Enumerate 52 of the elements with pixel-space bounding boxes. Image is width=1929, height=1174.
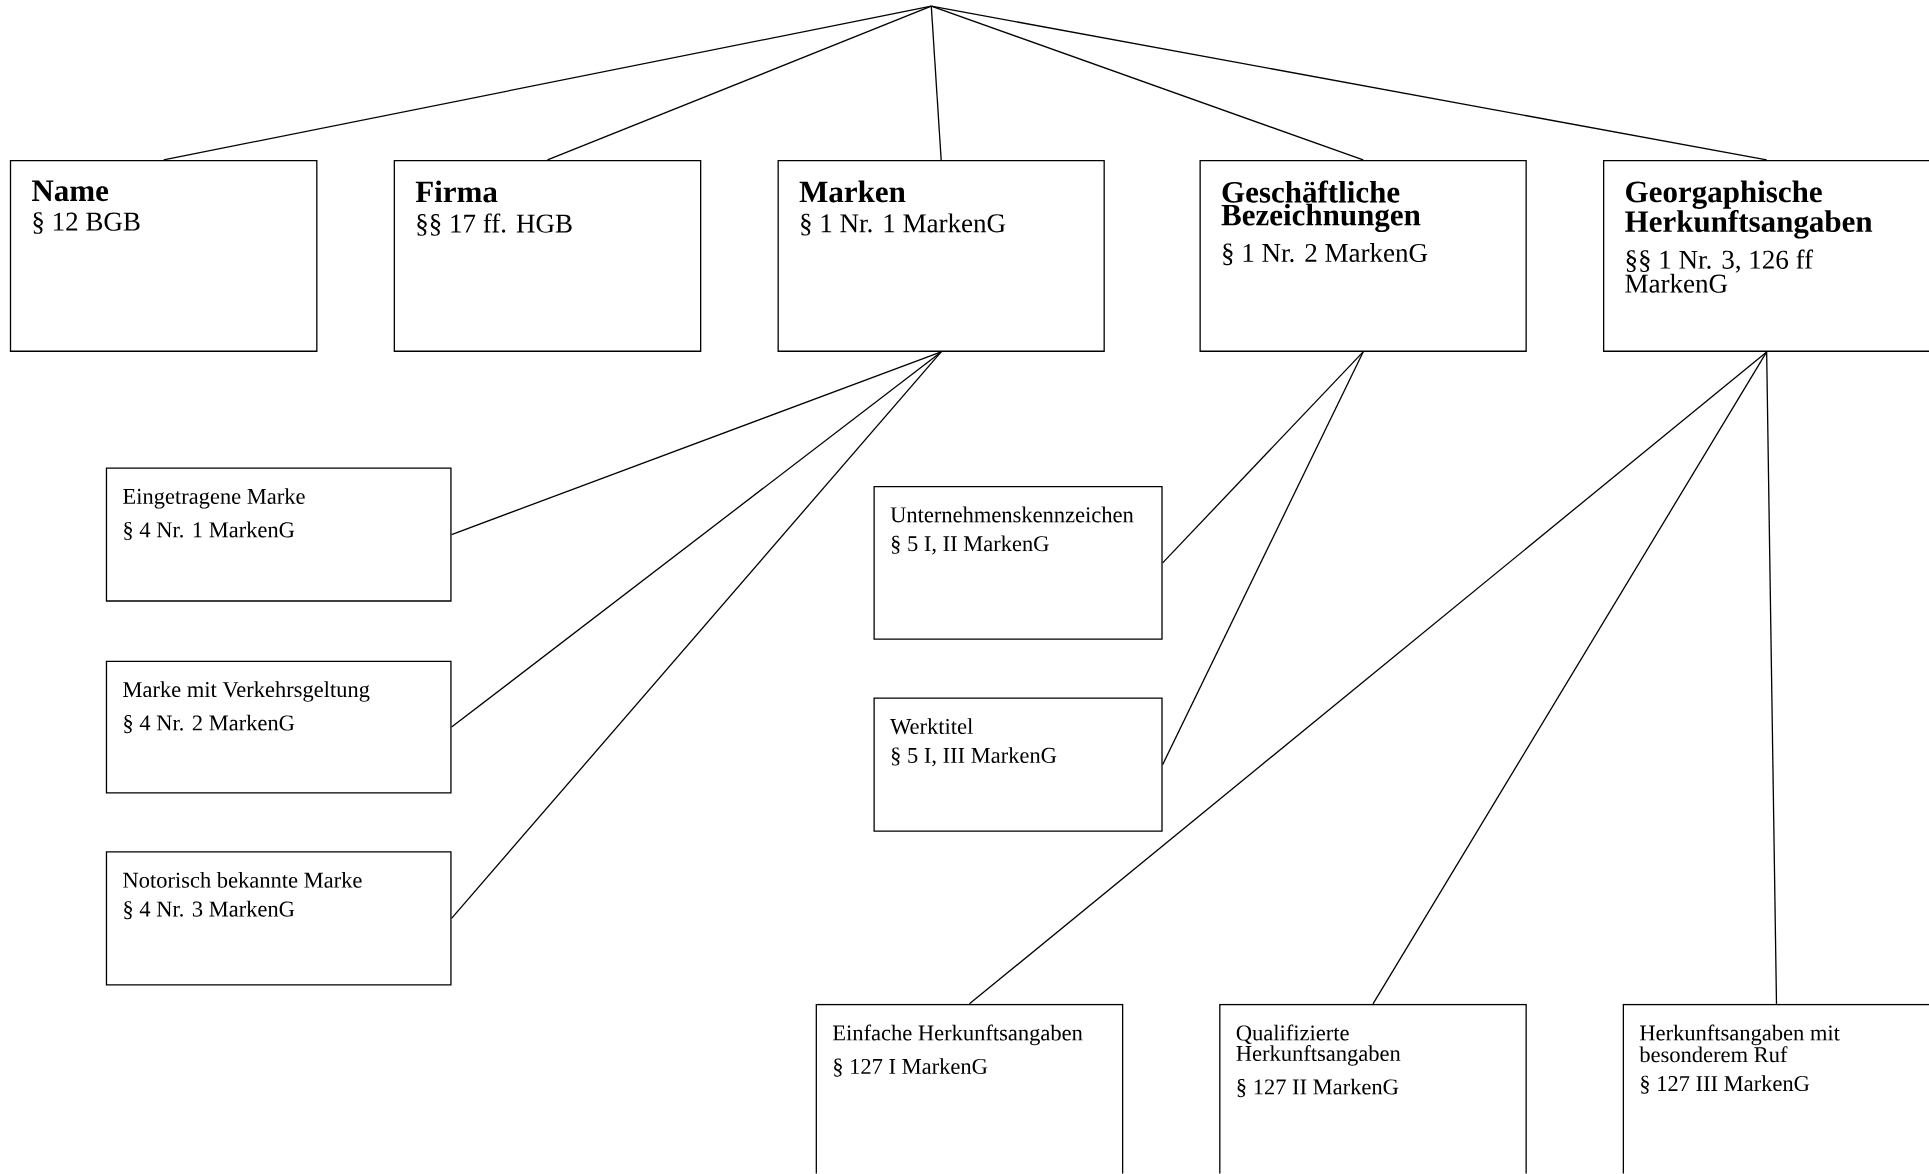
box [1622, 1004, 1929, 1174]
box-text: § 1 Nr. 1 MarkenG [801, 213, 1006, 236]
box [105, 660, 452, 794]
connector-line [546, 5, 932, 161]
box [777, 160, 1105, 353]
box-heading: Geschäftliche Bezeichnungen [1221, 180, 1421, 233]
box-text: Marke mit Verkehrsgeltung [123, 681, 370, 702]
connector-line [1162, 351, 1364, 766]
connector-line [930, 5, 1768, 161]
box-text: § 127 III MarkenG [1641, 1075, 1810, 1094]
box [105, 851, 452, 986]
connector-line [450, 351, 942, 536]
box [873, 697, 1163, 832]
box-heading: Firma [415, 180, 498, 203]
box-text: Qualifizierte Herkunftsangaben [1236, 1024, 1401, 1066]
box-text: §§ 17 ff. HGB [417, 213, 572, 236]
box-text: § 5 I, III MarkenG [891, 747, 1057, 767]
box [815, 1004, 1124, 1174]
connector-line [1766, 351, 1778, 1005]
box-text: Eingetragene Marke [123, 488, 305, 509]
connector-line [163, 5, 932, 161]
box-heading: Name [32, 180, 109, 202]
box [1199, 160, 1527, 353]
box [1603, 160, 1929, 353]
connector-line [450, 351, 942, 920]
box-heading: Marken [799, 180, 906, 203]
box-text: Werktitel [890, 718, 973, 735]
box-text: § 1 Nr. 2 MarkenG [1223, 243, 1428, 266]
connector-line [1162, 351, 1364, 564]
box-text: §§ 1 Nr. 3, 126 ff MarkenG [1625, 249, 1814, 293]
box [873, 486, 1163, 640]
box-text: § 4 Nr. 1 MarkenG [124, 521, 295, 541]
box-text: § 127 I MarkenG [834, 1058, 988, 1077]
box-text: Unternehmenskennzeichen [890, 506, 1134, 523]
box [105, 467, 452, 602]
box-text: § 5 I, II MarkenG [891, 535, 1049, 555]
box-text: Einfache Herkunftsangaben [832, 1024, 1083, 1046]
box-text: § 4 Nr. 3 MarkenG [124, 901, 295, 920]
box-text: Notorisch bekannte Marke [123, 872, 362, 888]
box [393, 160, 702, 353]
connector-line [968, 351, 1768, 1005]
connector-line [930, 5, 942, 161]
connector-line [1372, 351, 1768, 1005]
box-text: Herkunftsangaben mit besonderem Ruf [1639, 1024, 1840, 1063]
box [9, 160, 318, 353]
box [1219, 1004, 1527, 1174]
box-heading: Georgaphische Herkunftsangaben [1625, 180, 1873, 239]
box-text: § 12 BGB [33, 212, 140, 235]
box-text: § 4 Nr. 2 MarkenG [124, 714, 295, 734]
box-text: § 127 II MarkenG [1237, 1078, 1399, 1098]
connector-line [930, 5, 1364, 161]
connector-line [450, 351, 942, 728]
